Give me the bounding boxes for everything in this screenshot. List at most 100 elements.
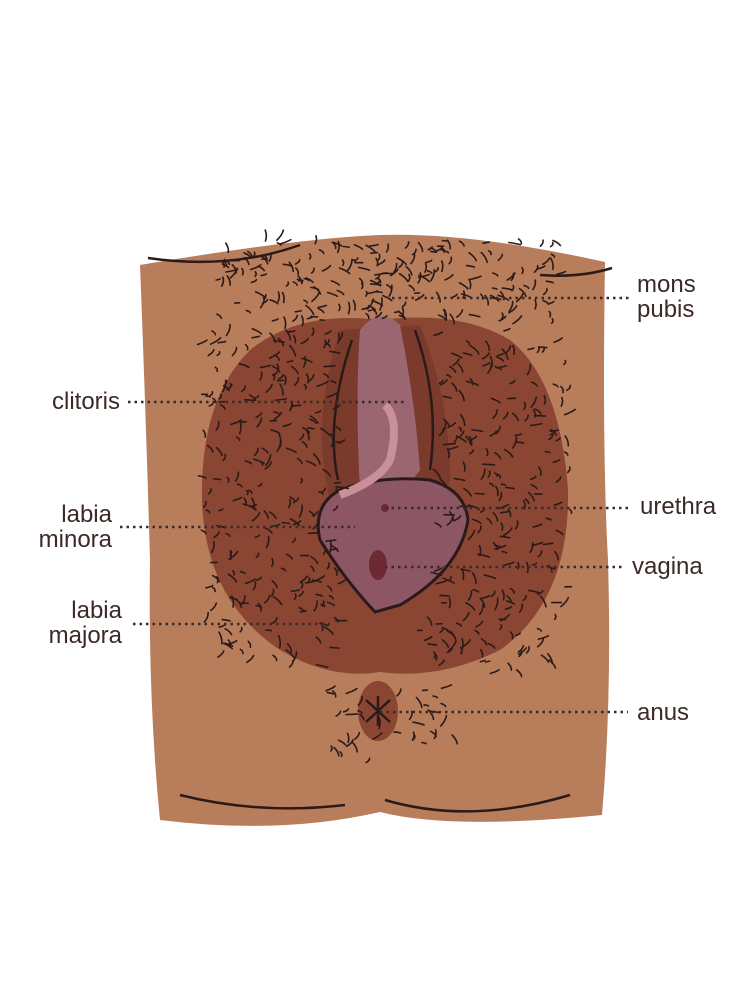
hair-stroke bbox=[433, 651, 436, 659]
hair-stroke bbox=[203, 611, 209, 623]
hair-stroke bbox=[411, 248, 417, 256]
hair-stroke bbox=[448, 640, 457, 651]
hair-stroke bbox=[377, 277, 382, 284]
hair-stroke bbox=[498, 491, 503, 502]
hair-stroke bbox=[480, 594, 491, 600]
hair-stroke bbox=[434, 266, 439, 273]
hair-stroke bbox=[330, 380, 337, 384]
hair-stroke bbox=[333, 567, 338, 577]
hair-stroke bbox=[556, 270, 567, 275]
hair-stroke bbox=[338, 267, 351, 275]
hair-stroke bbox=[287, 498, 292, 509]
hair-stroke bbox=[332, 505, 339, 512]
hair-stroke bbox=[254, 290, 267, 299]
hair-stroke bbox=[489, 668, 500, 675]
hair-stroke bbox=[530, 483, 538, 490]
hair-stroke bbox=[507, 508, 512, 518]
hair-stroke bbox=[494, 451, 502, 460]
hair-stroke bbox=[468, 435, 473, 447]
hair-stroke bbox=[252, 581, 257, 591]
hair-stroke bbox=[542, 542, 554, 546]
hair-stroke bbox=[496, 503, 510, 510]
label-line: labia bbox=[71, 597, 122, 624]
hair-stroke bbox=[273, 411, 283, 421]
hair-stroke bbox=[451, 358, 460, 367]
hair-stroke bbox=[517, 238, 523, 245]
hair-stroke bbox=[259, 364, 272, 369]
hair-stroke bbox=[462, 611, 470, 622]
hair-stroke bbox=[408, 710, 413, 721]
hair-stroke bbox=[566, 466, 571, 474]
hair-stroke bbox=[234, 471, 240, 482]
hair-stroke bbox=[488, 482, 495, 488]
hair-stroke bbox=[482, 361, 491, 367]
outline-strokes bbox=[147, 243, 613, 813]
hair-stroke bbox=[274, 398, 287, 401]
hair-stroke bbox=[217, 340, 227, 344]
hair-stroke bbox=[480, 251, 488, 264]
hair-stroke bbox=[325, 539, 337, 543]
hair-stroke bbox=[457, 363, 464, 373]
hair-stroke bbox=[504, 344, 512, 355]
hair-stroke bbox=[495, 485, 499, 497]
hair-stroke bbox=[474, 629, 480, 635]
hair-stroke bbox=[560, 385, 564, 394]
hair-stroke bbox=[530, 475, 537, 481]
hair-stroke bbox=[322, 545, 327, 556]
hair-stroke bbox=[401, 301, 407, 308]
hair-stroke bbox=[285, 649, 295, 659]
hair-stroke bbox=[442, 442, 457, 446]
hair-stroke bbox=[301, 440, 308, 449]
hair-stroke bbox=[311, 579, 323, 583]
hair-stroke bbox=[552, 383, 559, 388]
hair-stroke bbox=[213, 531, 220, 539]
hair-stroke bbox=[562, 359, 567, 366]
hair-stroke bbox=[465, 340, 471, 346]
hair-stroke bbox=[492, 272, 499, 277]
hair-stroke bbox=[404, 241, 410, 249]
hair-stroke bbox=[553, 613, 557, 621]
hair-stroke bbox=[337, 739, 347, 746]
labia-minora bbox=[316, 477, 470, 614]
hair-stroke bbox=[533, 264, 539, 274]
hair-stroke bbox=[446, 517, 454, 526]
hair-stroke bbox=[482, 241, 490, 244]
hair-stroke bbox=[465, 601, 476, 611]
hair-stroke bbox=[326, 291, 339, 298]
hair-stroke bbox=[208, 402, 214, 407]
hair-stroke bbox=[285, 281, 290, 287]
hair-stroke bbox=[467, 590, 473, 602]
hair-stroke bbox=[281, 291, 285, 304]
hair-stroke bbox=[494, 544, 507, 550]
hair-stroke bbox=[439, 478, 447, 488]
hair-stroke bbox=[442, 309, 446, 316]
hair-stroke bbox=[273, 411, 280, 415]
hair-stroke bbox=[309, 565, 315, 573]
hair-stroke bbox=[560, 396, 564, 408]
hair-stroke bbox=[365, 244, 377, 253]
hair-stroke bbox=[206, 444, 214, 453]
hair-stroke bbox=[207, 487, 212, 495]
hair-stroke bbox=[511, 284, 515, 292]
hair-stroke bbox=[438, 659, 445, 666]
hair-stroke bbox=[446, 448, 451, 459]
hair-stroke bbox=[300, 337, 309, 345]
hair-stroke bbox=[335, 440, 342, 444]
hair-stroke bbox=[332, 242, 337, 250]
hair-stroke bbox=[398, 261, 404, 268]
hair-stroke bbox=[365, 290, 368, 297]
hair-stroke bbox=[548, 310, 552, 318]
hair-stroke bbox=[515, 669, 523, 678]
hair-stroke bbox=[276, 363, 280, 372]
hair-stroke bbox=[433, 331, 444, 337]
hair-stroke bbox=[280, 567, 287, 572]
hair-stroke bbox=[512, 344, 516, 356]
hair-stroke bbox=[472, 518, 482, 524]
hair-stroke bbox=[392, 262, 398, 274]
hair-stroke bbox=[254, 270, 258, 278]
hair-stroke bbox=[229, 551, 233, 561]
hair-stroke bbox=[411, 734, 416, 741]
hair-stroke bbox=[316, 380, 329, 388]
hair-stroke bbox=[479, 659, 486, 663]
hair-stroke bbox=[469, 345, 480, 355]
